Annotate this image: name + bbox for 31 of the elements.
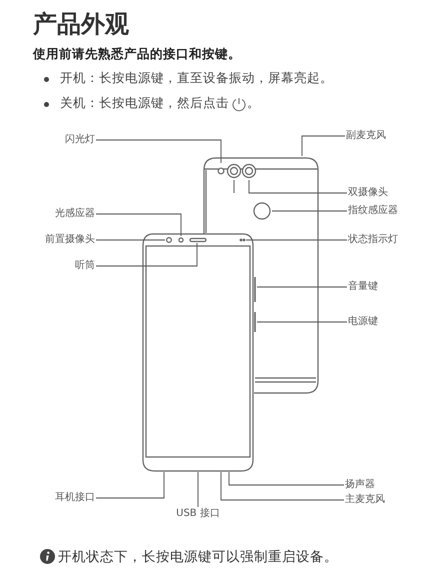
intro-text: 使用前请先熟悉产品的接口和按键。 (33, 46, 241, 63)
title: 产品外观 (33, 9, 129, 40)
part-label: 副麦克风 (346, 130, 386, 142)
part-label: 前置摄像头 (45, 234, 95, 246)
part-label: 音量键 (348, 281, 378, 293)
leader-line (96, 472, 164, 498)
leader-line (96, 140, 222, 164)
leader-line (96, 242, 198, 266)
part-label: 状态指示灯 (348, 234, 398, 246)
note-text: 开机状态下，长按电源键可以强制重启设备。 (58, 548, 338, 566)
part-label: 指纹感应器 (348, 205, 398, 217)
part-label: 主麦克风 (345, 494, 385, 506)
leader-line (228, 472, 344, 486)
bullet-text: 关机：长按电源键，然后点击 (60, 95, 229, 112)
part-label: 闪光灯 (65, 134, 95, 146)
leader-line (220, 472, 344, 500)
part-label: 电源键 (348, 316, 378, 328)
leader-line (302, 136, 346, 156)
leader-line (234, 180, 348, 194)
leader-line (96, 214, 182, 236)
bullet-text: 开机：长按电源键，直至设备振动，屏幕亮起。 (60, 70, 333, 87)
leader-line (256, 286, 348, 288)
part-label: USB 接口 (176, 508, 220, 520)
leader-line (272, 210, 348, 212)
part-label: 光感应器 (55, 208, 95, 220)
part-label: 双摄像头 (348, 187, 388, 199)
part-label: 扬声器 (345, 479, 375, 491)
part-label: 耳机接口 (55, 492, 95, 504)
part-label: 听筒 (75, 260, 95, 272)
phone-front-drawing (142, 233, 256, 472)
bullet-text: 。 (247, 95, 260, 112)
